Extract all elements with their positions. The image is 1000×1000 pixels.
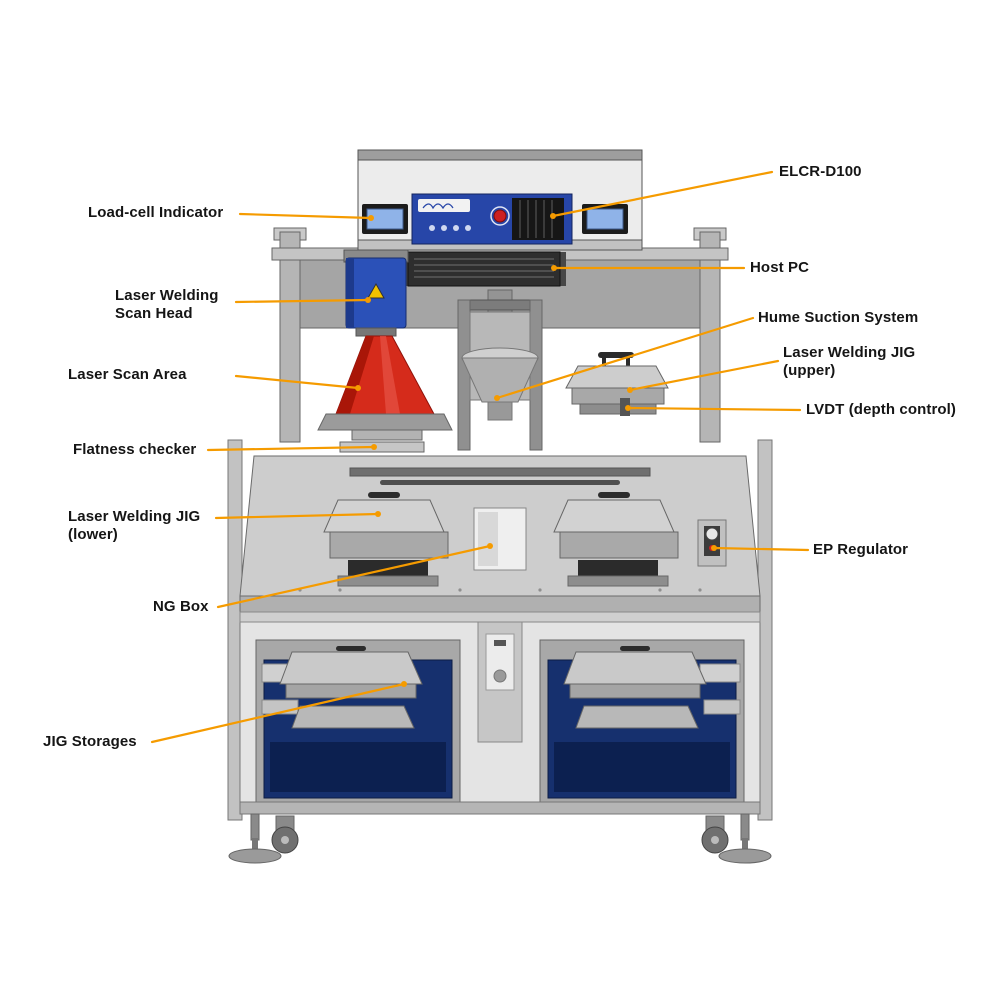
leader-line-jig-lower — [214, 512, 380, 520]
suction-tower — [457, 299, 543, 451]
leader-line-load-cell — [238, 212, 373, 220]
label-load-cell-indicator: Load-cell Indicator — [88, 204, 224, 221]
label-flatness-checker: Flatness checker — [73, 441, 197, 458]
leader-line-jig-upper — [628, 359, 780, 392]
laser-cone — [317, 335, 453, 453]
host-pc-rack — [402, 251, 566, 287]
leader-lines — [150, 170, 810, 744]
label-hume-suction-system: Hume Suction System — [758, 309, 919, 326]
upper-jig — [565, 352, 669, 416]
lower-cabinet — [239, 611, 761, 815]
ep-regulator — [697, 519, 727, 567]
label-laser-scan-area: Laser Scan Area — [68, 366, 187, 383]
laser-scan-head — [343, 249, 409, 337]
control-unit — [357, 149, 643, 251]
leader-line-jig-storages — [150, 682, 406, 744]
leader-line-lvdt — [626, 406, 802, 412]
lower-jig-right — [553, 492, 679, 587]
storage-bay-right — [539, 639, 745, 807]
label-elcr-d100: ELCR-D100 — [779, 163, 862, 180]
label-jig-storages: JIG Storages — [43, 733, 137, 750]
leader-line-ng-box — [216, 544, 492, 609]
right-display — [582, 204, 628, 234]
leader-line-flatness — [206, 445, 376, 452]
ng-box — [473, 507, 527, 571]
label-lvdt-depth-control: LVDT (depth control) — [806, 401, 957, 418]
label-laser-welding-scan-head: Laser Welding Scan Head — [115, 287, 219, 322]
leader-line-scan-area — [234, 374, 360, 390]
label-laser-welding-jig-lower: Laser Welding JIG (lower) — [68, 508, 201, 543]
leader-line-scan-head — [234, 298, 370, 304]
leader-line-ep-regulator — [712, 546, 810, 552]
label-laser-welding-jig-upper: Laser Welding JIG (upper) — [783, 344, 916, 379]
load-cell-display — [362, 204, 408, 234]
machine-feet — [228, 813, 772, 864]
elcr-d100-controller — [411, 193, 573, 245]
lvdt-sensor — [620, 398, 630, 416]
leader-line-elcr — [551, 170, 774, 218]
label-host-pc: Host PC — [750, 259, 810, 276]
label-ep-regulator: EP Regulator — [813, 541, 909, 558]
leader-line-hume-suction — [495, 316, 755, 400]
storage-bay-left — [255, 639, 461, 807]
label-ng-box: NG Box — [153, 598, 209, 615]
